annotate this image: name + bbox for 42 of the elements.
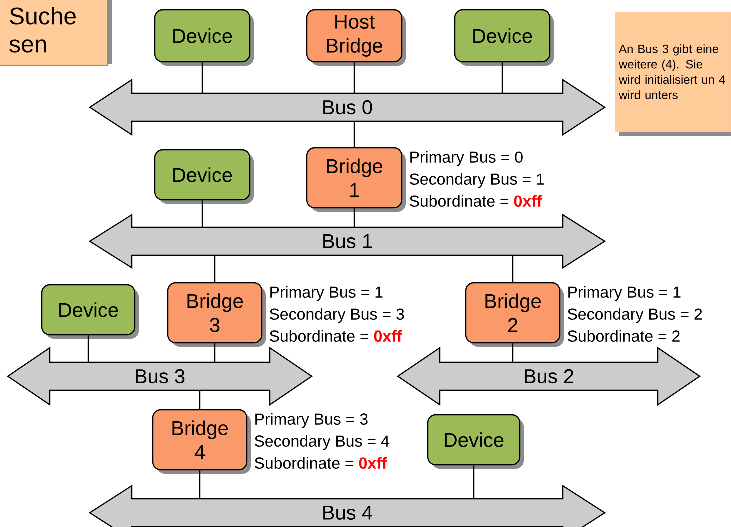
device-box: Device [41, 284, 139, 339]
note-box: An Bus 3 gibt eine weitere (4). Sie wird initialisiert un 4 wird unters [615, 12, 731, 136]
connector-line [214, 344, 216, 362]
connector-line [202, 200, 204, 228]
connector-line [512, 344, 514, 362]
connector-line [88, 336, 90, 362]
node-label: Subordinate = [410, 195, 509, 207]
connector-line [214, 256, 216, 282]
node-label: 0xff [514, 195, 542, 207]
node-label: 0xff [359, 457, 388, 469]
bridge-box: Bridge 3 [167, 282, 266, 347]
connector-line [354, 122, 356, 148]
connector-line [502, 62, 504, 94]
node-label: Secondary Bus = 1 [410, 173, 544, 188]
bridge-box: Host Bridge [306, 9, 406, 66]
connector-line [354, 62, 356, 94]
node-label: Secondary Bus = 3 [270, 308, 404, 324]
node-label: Primary Bus = 0 [410, 151, 523, 166]
connector-line [512, 256, 514, 282]
note-box: Suche sen [0, 0, 112, 67]
connector-line [199, 390, 201, 410]
node-label: Primary Bus = 1 [270, 286, 383, 302]
device-box: Device [427, 414, 524, 469]
node-label: Secondary Bus = 4 [255, 435, 390, 450]
register-values: Primary Bus = 3 Secondary Bus = 4 Subordinate = 0xff [255, 413, 390, 469]
device-box: Device [454, 9, 554, 66]
connector-line [199, 470, 201, 499]
connector-line [354, 208, 356, 228]
node-label: Subordinate = [270, 330, 369, 342]
connector-line [473, 466, 475, 499]
device-box: Device [154, 149, 254, 204]
register-values: Primary Bus = 1 Secondary Bus = 2 Subordinate = 2 [568, 286, 702, 342]
bridge-box: Bridge 2 [465, 282, 564, 347]
node-label: Primary Bus = 3 [256, 413, 368, 428]
device-box: Device [154, 9, 254, 66]
register-values: Primary Bus = 0 Secondary Bus = 1 Subordinate = 0xff [410, 151, 544, 207]
bridge-box: Bridge 4 [152, 409, 251, 474]
node-label: Subordinate = [255, 457, 354, 469]
register-values: Primary Bus = 1 Secondary Bus = 3 Subordinate = 0xff [270, 286, 404, 342]
bridge-box: Bridge 1 [306, 147, 406, 212]
connector-line [202, 62, 204, 94]
node-label: 0xff [374, 330, 402, 342]
